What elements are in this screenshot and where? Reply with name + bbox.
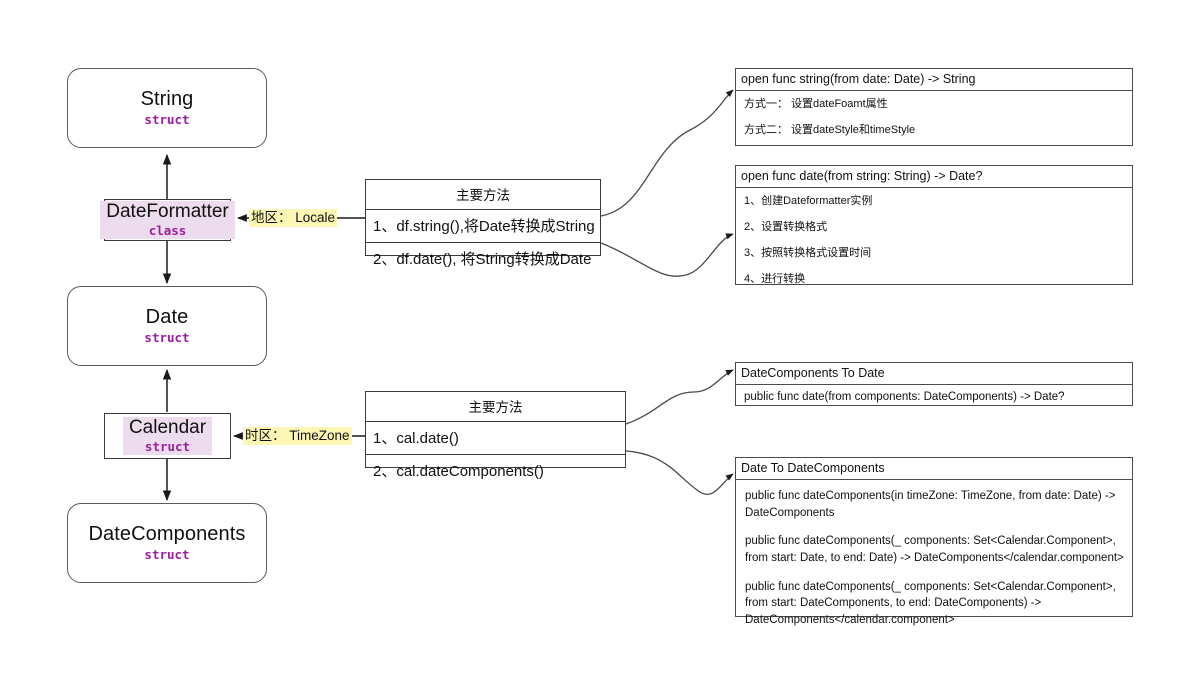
class-name: DateFormatter — [106, 201, 229, 223]
type-name: DateComponents — [88, 523, 246, 546]
method-row[interactable]: 2、df.date(), 将String转换成Date — [373, 251, 592, 268]
panel-body: public func date(from components: DateCo… — [736, 385, 1132, 411]
class-kind: struct — [144, 438, 191, 454]
panel-body: public func dateComponents(in timeZone: … — [736, 480, 1132, 649]
panel-body: 1、创建Dateformatter实例 2、设置转换格式 3、按照转换格式设置时… — [736, 188, 1132, 292]
method-table-calendar[interactable]: 主要方法 1、cal.date() 2、cal.dateComponents() — [365, 391, 626, 480]
type-name: Date — [145, 306, 189, 329]
type-box-string[interactable]: String struct — [67, 68, 267, 148]
type-name: String — [140, 88, 194, 111]
edge-caldatecomponents-to-panel4 — [625, 450, 734, 495]
panel-item: 4、进行转换 — [744, 272, 806, 285]
method-table-header: 主要方法 — [366, 392, 625, 422]
panel-item: public func dateComponents(_ components:… — [745, 580, 1116, 627]
panel-item: 方式二： 设置dateStyle和timeStyle — [744, 123, 916, 136]
edge-label-timezone: 时区： TimeZone — [243, 427, 352, 446]
panel-item: 方式一： 设置dateFoamt属性 — [744, 98, 888, 110]
type-box-datecomponents[interactable]: DateComponents struct — [67, 503, 267, 583]
type-kind: struct — [144, 112, 190, 128]
class-box-calendar[interactable]: Calendar struct — [104, 413, 231, 459]
panel-string-from-date[interactable]: open func string(from date: Date) -> Str… — [735, 68, 1133, 146]
panel-item: public func dateComponents(_ components:… — [745, 535, 1124, 565]
panel-item: 1、创建Dateformatter实例 — [744, 195, 873, 207]
class-name: Calendar — [128, 417, 207, 439]
edge-caldate-to-panel3 — [625, 369, 734, 425]
panel-header: Date To DateComponents — [736, 458, 1132, 480]
panel-datecomponents-to-date[interactable]: DateComponents To Date public func date(… — [735, 362, 1133, 406]
type-kind: struct — [144, 547, 190, 563]
panel-date-to-datecomponents[interactable]: Date To DateComponents public func dateC… — [735, 457, 1133, 626]
panel-header: open func string(from date: Date) -> Str… — [736, 69, 1132, 91]
panel-item: public func dateComponents(in timeZone: … — [745, 490, 1116, 519]
panel-date-from-string[interactable]: open func date(from string: String) -> D… — [735, 165, 1133, 285]
type-kind: struct — [144, 330, 190, 346]
method-row[interactable]: 2、cal.dateComponents() — [373, 463, 544, 480]
panel-header: open func date(from string: String) -> D… — [736, 166, 1132, 188]
class-kind: class — [148, 222, 187, 238]
type-box-date[interactable]: Date struct — [67, 286, 267, 366]
class-highlight: Calendar struct — [122, 417, 213, 455]
method-row[interactable]: 1、df.string(),将Date转换成String — [366, 210, 600, 243]
edge-date-method-to-panel2 — [600, 233, 734, 277]
edge-label-locale: 地区： Locale — [249, 209, 338, 228]
panel-header: DateComponents To Date — [736, 363, 1132, 385]
panel-item: public func date(from components: DateCo… — [744, 391, 1065, 403]
panel-item: 2、设置转换格式 — [744, 220, 828, 233]
class-highlight: DateFormatter class — [100, 201, 235, 239]
method-table-header: 主要方法 — [366, 180, 600, 210]
panel-body: 方式一： 设置dateFoamt属性 方式二： 设置dateStyle和time… — [736, 91, 1132, 144]
edge-string-method-to-panel1 — [600, 89, 734, 217]
class-box-dateformatter[interactable]: DateFormatter class — [100, 199, 235, 241]
method-table-dateformatter[interactable]: 主要方法 1、df.string(),将Date转换成String 2、df.d… — [365, 179, 601, 268]
panel-item: 3、按照转换格式设置时间 — [744, 246, 872, 259]
method-row[interactable]: 1、cal.date() — [366, 422, 625, 455]
